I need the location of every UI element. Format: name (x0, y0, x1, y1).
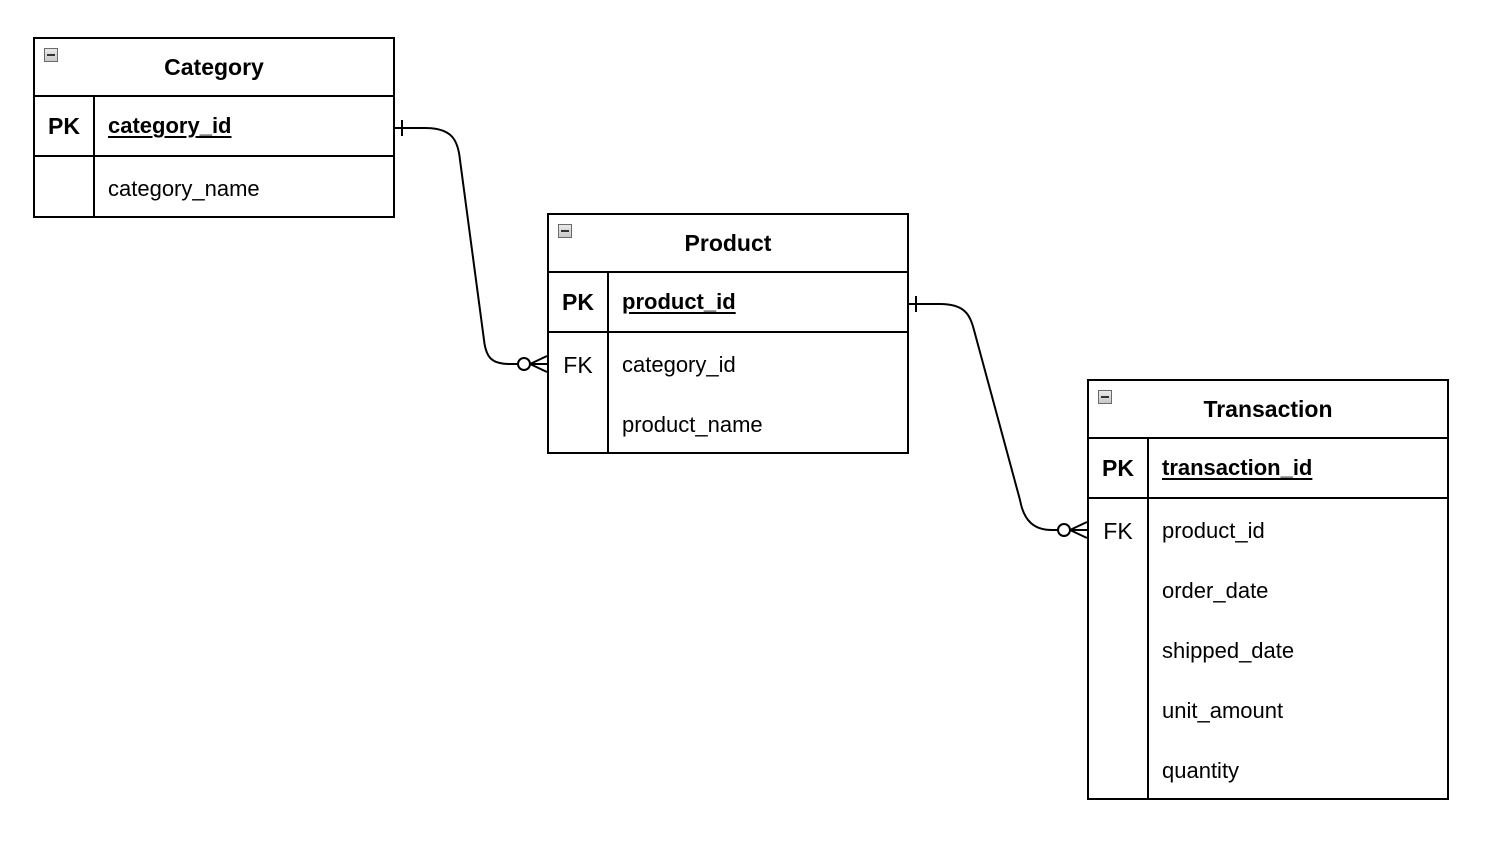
key-label: FK (1103, 517, 1133, 544)
table-row[interactable]: PK category_id (35, 97, 393, 157)
table-row[interactable]: PK product_id (549, 273, 907, 333)
table-row[interactable]: shipped_date (1089, 621, 1447, 681)
entity-product-title: Product (684, 229, 772, 256)
many-marker (1069, 521, 1088, 539)
table-row[interactable]: quantity (1089, 741, 1447, 801)
table-row[interactable]: PK transaction_id (1089, 439, 1447, 499)
entity-product[interactable]: Product PK product_id FK category_id pro… (547, 213, 909, 454)
table-row[interactable]: product_name (549, 395, 907, 455)
entity-category[interactable]: Category PK category_id category_name (33, 37, 395, 218)
collapse-icon[interactable] (1098, 390, 1112, 404)
table-row[interactable]: order_date (1089, 561, 1447, 621)
table-row[interactable]: FK product_id (1089, 501, 1447, 561)
relationship-product-transaction[interactable] (909, 296, 1088, 539)
field-name: product_id (622, 289, 736, 314)
key-label: FK (563, 351, 593, 378)
field-name: unit_amount (1162, 698, 1284, 723)
collapse-icon[interactable] (44, 48, 58, 62)
entity-category-title: Category (164, 53, 264, 80)
column-divider (607, 273, 609, 454)
entity-transaction[interactable]: Transaction PK transaction_id FK product… (1087, 379, 1449, 800)
column-divider (1147, 439, 1149, 800)
entity-product-header: Product (549, 215, 907, 273)
field-name: product_name (622, 412, 763, 437)
column-divider (93, 97, 95, 218)
table-row[interactable]: FK category_id (549, 335, 907, 395)
key-label: PK (48, 112, 80, 139)
field-name: category_id (108, 113, 232, 138)
field-name: shipped_date (1162, 638, 1295, 663)
entity-category-header: Category (35, 39, 393, 97)
key-label: PK (1102, 454, 1134, 481)
collapse-icon[interactable] (558, 224, 572, 238)
field-name: quantity (1162, 758, 1240, 783)
zero-marker (1057, 523, 1071, 537)
table-row[interactable]: category_name (35, 159, 393, 219)
zero-marker (517, 357, 531, 371)
field-name: category_id (622, 352, 736, 377)
table-row[interactable]: unit_amount (1089, 681, 1447, 741)
entity-transaction-title: Transaction (1203, 395, 1333, 422)
many-marker (529, 355, 548, 373)
key-label: PK (562, 288, 594, 315)
entity-transaction-header: Transaction (1089, 381, 1447, 439)
relationship-category-product[interactable] (395, 120, 548, 373)
field-name: category_name (108, 176, 260, 201)
field-name: order_date (1162, 578, 1269, 603)
field-name: transaction_id (1162, 455, 1313, 480)
field-name: product_id (1162, 518, 1265, 543)
